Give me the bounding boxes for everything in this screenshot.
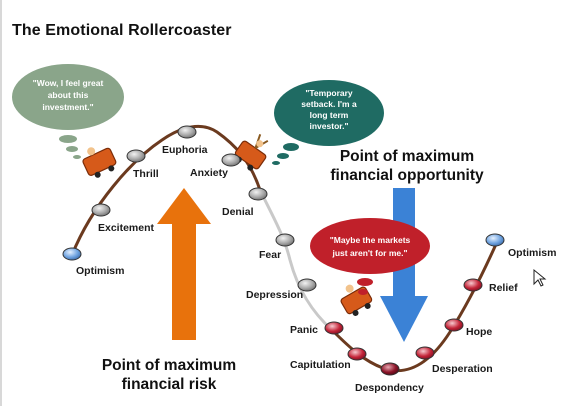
bubble-maybe: "Maybe the markets just aren't for me." bbox=[310, 218, 430, 295]
bubble-temporary-line2: setback. I'm a bbox=[301, 99, 357, 109]
stage-label-hope: Hope bbox=[466, 326, 492, 338]
stage-node-anxiety bbox=[221, 153, 241, 167]
stage-node-capitulation bbox=[347, 347, 367, 361]
bubble-maybe-line2: just aren't for me." bbox=[331, 248, 407, 258]
stage-label-anxiety: Anxiety bbox=[190, 167, 228, 179]
stage-label-depression: Depression bbox=[246, 289, 303, 301]
mouse-cursor-icon bbox=[533, 268, 547, 287]
stage-label-panic: Panic bbox=[290, 324, 318, 336]
stage-node-hope bbox=[444, 318, 464, 332]
bubble-temporary-line3: long term bbox=[310, 110, 349, 120]
stage-node-panic bbox=[324, 321, 344, 335]
stage-label-despondency: Despondency bbox=[355, 382, 424, 394]
stage-node-desperation bbox=[415, 346, 435, 360]
risk-label-line2: financial risk bbox=[122, 376, 217, 393]
stage-label-optimism-end: Optimism bbox=[508, 247, 556, 259]
bubble-wow-line1: "Wow, I feel great bbox=[33, 78, 104, 88]
diagram-title: The Emotional Rollercoaster bbox=[12, 22, 232, 39]
stage-node-fear bbox=[275, 233, 295, 247]
bubble-wow-line3: investment." bbox=[42, 102, 93, 112]
stage-node-excitement bbox=[91, 203, 111, 217]
stage-label-optimism-start: Optimism bbox=[76, 265, 124, 277]
stage-node-optimism-start bbox=[62, 247, 82, 261]
bubble-wow-line2: about this bbox=[48, 90, 89, 100]
stage-label-excitement: Excitement bbox=[98, 222, 155, 234]
opportunity-label-line2: financial opportunity bbox=[330, 167, 484, 184]
stage-label-denial: Denial bbox=[222, 206, 254, 218]
track-fall bbox=[258, 188, 334, 332]
stage-node-euphoria bbox=[177, 125, 197, 139]
bubble-temporary-line1: "Temporary bbox=[305, 88, 353, 98]
bubble-wow: "Wow, I feel great about this investment… bbox=[12, 64, 124, 159]
stage-label-euphoria: Euphoria bbox=[162, 144, 208, 156]
bubble-temporary: "Temporary setback. I'm a long term inve… bbox=[272, 80, 384, 165]
stage-node-denial bbox=[248, 187, 268, 201]
risk-label-line1: Point of maximum bbox=[102, 357, 236, 374]
stage-node-optimism-end bbox=[485, 233, 505, 247]
stage-label-capitulation: Capitulation bbox=[290, 359, 351, 371]
opportunity-label-line1: Point of maximum bbox=[340, 148, 474, 165]
bubble-maybe-line1: "Maybe the markets bbox=[330, 235, 411, 245]
stage-node-thrill bbox=[126, 149, 146, 163]
stage-node-relief bbox=[463, 278, 483, 292]
stage-label-fear: Fear bbox=[259, 249, 281, 261]
stage-node-depression bbox=[297, 278, 317, 292]
stage-label-relief: Relief bbox=[489, 282, 518, 294]
cart-anxiety bbox=[234, 133, 269, 171]
cart-euphoria bbox=[82, 147, 117, 178]
risk-arrow bbox=[157, 188, 211, 340]
stage-node-despondency bbox=[380, 362, 400, 376]
bubble-temporary-line4: investor." bbox=[310, 121, 349, 131]
stage-label-thrill: Thrill bbox=[133, 168, 159, 180]
stage-label-desperation: Desperation bbox=[432, 363, 493, 375]
